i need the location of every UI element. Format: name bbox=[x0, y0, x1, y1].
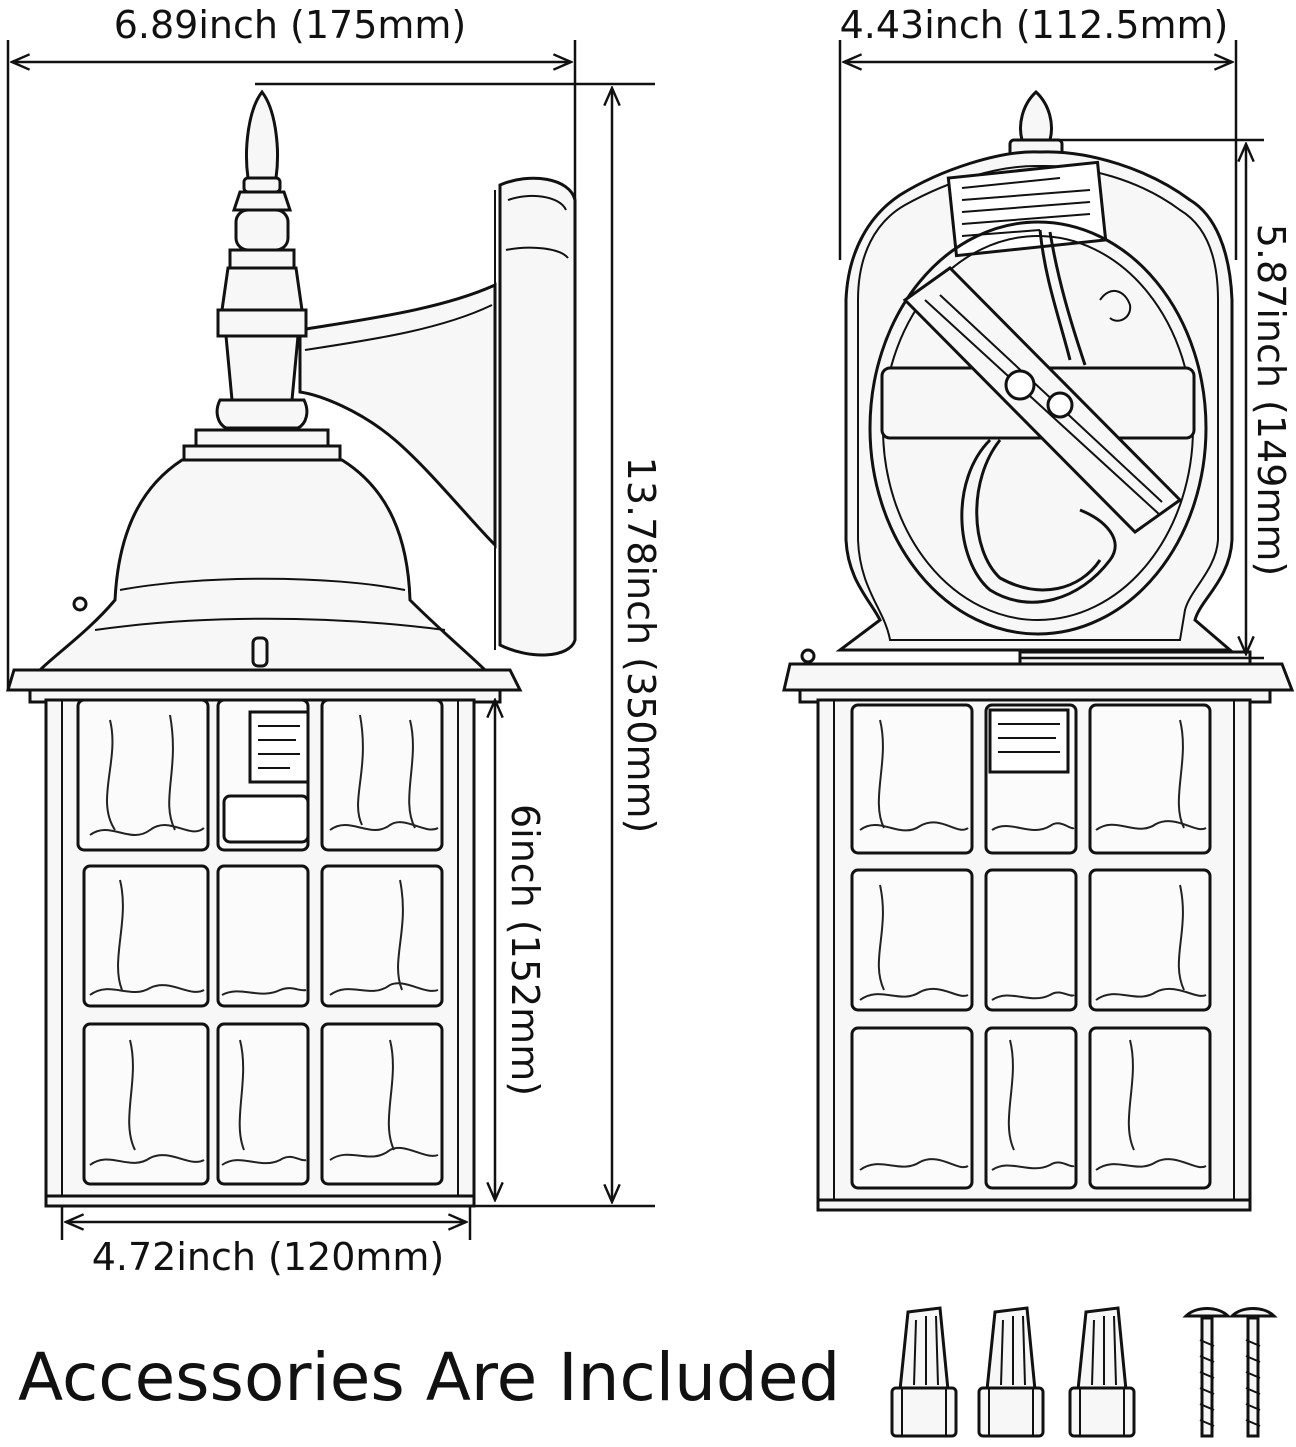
dim-backplate-height: 5.87inch (149mm) bbox=[1249, 224, 1293, 577]
finial bbox=[245, 89, 279, 180]
glass-ripples-back bbox=[859, 719, 1207, 1171]
wire-nut-icon bbox=[1068, 1306, 1136, 1438]
side-view-lantern bbox=[5, 89, 577, 1208]
wire-nut-icon bbox=[890, 1306, 958, 1438]
back-view-lantern bbox=[782, 89, 1295, 1212]
accessories-caption: Accessories Are Included bbox=[18, 1339, 840, 1416]
backplate-side bbox=[498, 176, 577, 657]
glass-ripples bbox=[89, 714, 439, 1166]
dim-side-overall-width: 6.89inch (175mm) bbox=[114, 3, 467, 47]
mounting-screw-icon bbox=[1228, 1307, 1278, 1438]
mounting-screw-icon bbox=[1182, 1307, 1232, 1438]
glass-panes bbox=[76, 698, 444, 1186]
dim-backplate-width: 4.43inch (112.5mm) bbox=[840, 3, 1229, 47]
dim-lantern-height: 6inch (152mm) bbox=[503, 804, 547, 1096]
dimension-lines bbox=[6, 40, 1264, 1240]
dim-overall-height: 13.78inch (350mm) bbox=[619, 457, 663, 834]
dim-lantern-width: 4.72inch (120mm) bbox=[92, 1235, 445, 1279]
glass-panes-back bbox=[850, 703, 1212, 1190]
mounting-arm bbox=[298, 282, 497, 549]
wire-nut-icon bbox=[977, 1306, 1045, 1438]
